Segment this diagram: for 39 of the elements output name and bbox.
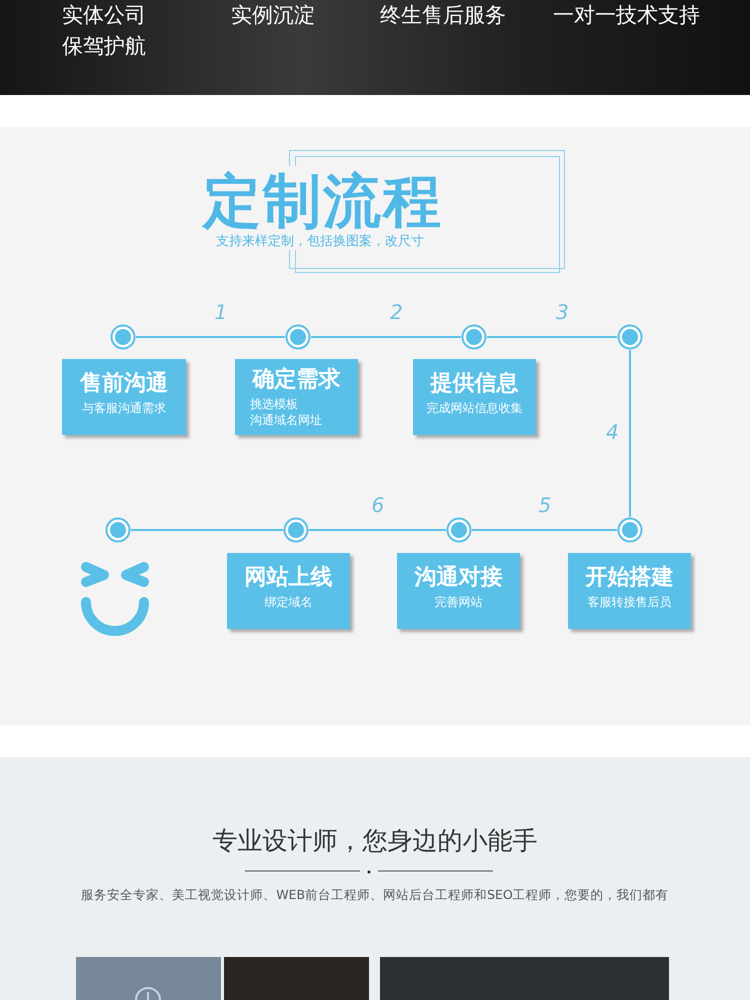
step-number: 6	[372, 494, 384, 516]
step-box	[235, 359, 358, 435]
step-description: 与客服沟通需求	[81, 400, 167, 416]
step-description: 挑选模板	[249, 396, 299, 412]
connector-line	[131, 529, 283, 531]
connector-line	[629, 350, 631, 517]
step-number: 2	[390, 301, 403, 323]
connector-line	[309, 529, 446, 531]
banner-text: 一对一技术支持	[553, 2, 701, 29]
step-title: 确定需求	[250, 367, 342, 393]
step-title: 开始搭建	[584, 565, 674, 591]
step-title: 网站上线	[244, 565, 334, 591]
step-title: 售前沟通	[78, 371, 169, 397]
step-number: 3	[556, 301, 569, 323]
step-description: 客服转接售后员	[586, 594, 672, 610]
subtitle: 支持来样定制，包括换图案，改尺寸	[216, 232, 424, 250]
step-number: 1	[214, 301, 228, 323]
step-title: 沟通对接	[413, 565, 504, 591]
connector-line	[472, 529, 617, 531]
banner-text: 实体公司保驾护航	[62, 2, 147, 60]
step-box	[227, 553, 350, 629]
step-box	[413, 359, 536, 435]
step-description: 沟通域名网址	[249, 412, 323, 428]
step-title: 提供信息	[429, 371, 520, 397]
banner-text: 终生售后服务	[380, 2, 507, 29]
step-number: 4	[606, 420, 619, 442]
step-description: 完善网站	[434, 594, 484, 610]
banner-text: 实例沉淀	[231, 2, 316, 29]
step-description: 绑定域名	[264, 594, 314, 610]
connector-line	[136, 336, 285, 338]
step-description: 完成网站信息收集	[426, 400, 524, 416]
step-number: 5	[538, 494, 552, 516]
step-box	[568, 553, 691, 629]
connector-line	[311, 336, 461, 338]
connector-line	[487, 336, 617, 338]
section-heading: 专业设计师，您身边的小能手	[212, 825, 538, 857]
step-box	[397, 553, 520, 629]
step-box	[62, 359, 186, 435]
description-text: 服务安全专家、美工视觉设计师、WEB前台工程师、网站后台工程师和SEO工程师，您要的，我们都有	[80, 887, 670, 904]
